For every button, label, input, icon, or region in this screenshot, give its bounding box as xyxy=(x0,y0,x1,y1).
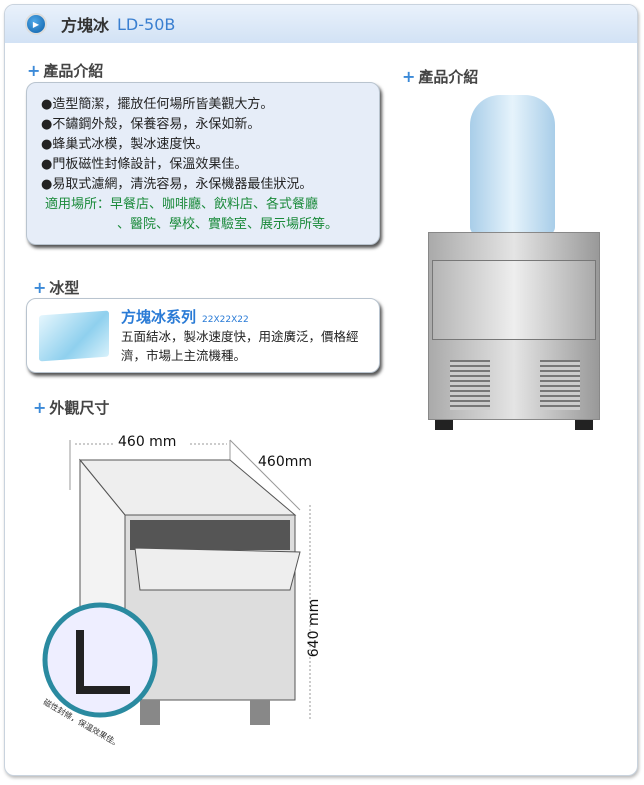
ice-name-text: 方塊冰系列 xyxy=(121,308,197,326)
dimension-diagram xyxy=(42,439,311,725)
model-number: LD-50B xyxy=(117,14,176,34)
plus-icon: + xyxy=(33,398,47,417)
ice-name: 方塊冰系列 22X22X22 xyxy=(121,306,249,327)
feature-item: ●不鏽鋼外殼，保養容易，永保如新。 xyxy=(41,117,261,132)
usage-line: 適用場所：早餐店、咖啡廳、飲料店、各式餐廳 xyxy=(45,197,319,212)
photo-heading: +產品介紹 xyxy=(402,66,478,87)
heading-text: 產品介紹 xyxy=(418,68,479,86)
plus-icon: + xyxy=(402,67,416,86)
feature-item: ●蜂巢式冰模，製冰速度快。 xyxy=(41,137,209,152)
ice-type-box: 方塊冰系列 22X22X22 五面結冰，製冰速度快，用途廣泛，價格經濟，市場上主流… xyxy=(26,298,380,373)
depth-dimension: 460mm xyxy=(258,454,312,470)
heading-text: 產品介紹 xyxy=(43,62,104,80)
height-dimension: 640 mm xyxy=(306,598,323,658)
dimensions-heading: +外觀尺寸 xyxy=(33,397,109,418)
feature-item: ●門板磁性封條設計，保溫效果佳。 xyxy=(41,157,248,172)
features-box: ●造型簡潔，擺放任何場所皆美觀大方。 ●不鏽鋼外殼，保養容易，永保如新。 ●蜂巢… xyxy=(26,82,380,245)
ice-cube-image xyxy=(39,310,109,362)
features-heading: +產品介紹 xyxy=(27,60,103,81)
ice-heading: +冰型 xyxy=(33,277,79,298)
plus-icon: + xyxy=(33,278,47,297)
header: ▶ 方塊冰 LD-50B xyxy=(5,5,637,43)
usage-line: 、醫院、學校、實驗室、展示場所等。 xyxy=(117,217,339,232)
ice-description: 五面結冰，製冰速度快，用途廣泛，價格經濟，市場上主流機種。 xyxy=(121,329,359,363)
ice-size: 22X22X22 xyxy=(202,315,249,325)
width-dimension: 460 mm xyxy=(118,434,177,450)
product-photo xyxy=(410,95,610,440)
heading-text: 冰型 xyxy=(49,279,80,297)
plus-icon: + xyxy=(27,61,41,80)
play-bullet-icon: ▶ xyxy=(25,13,47,35)
page-title: 方塊冰 xyxy=(61,16,110,35)
feature-item: ●造型簡潔，擺放任何場所皆美觀大方。 xyxy=(41,97,274,112)
heading-text: 外觀尺寸 xyxy=(49,399,110,417)
feature-item: ●易取式濾網，清洗容易，永保機器最佳狀況。 xyxy=(41,177,313,192)
